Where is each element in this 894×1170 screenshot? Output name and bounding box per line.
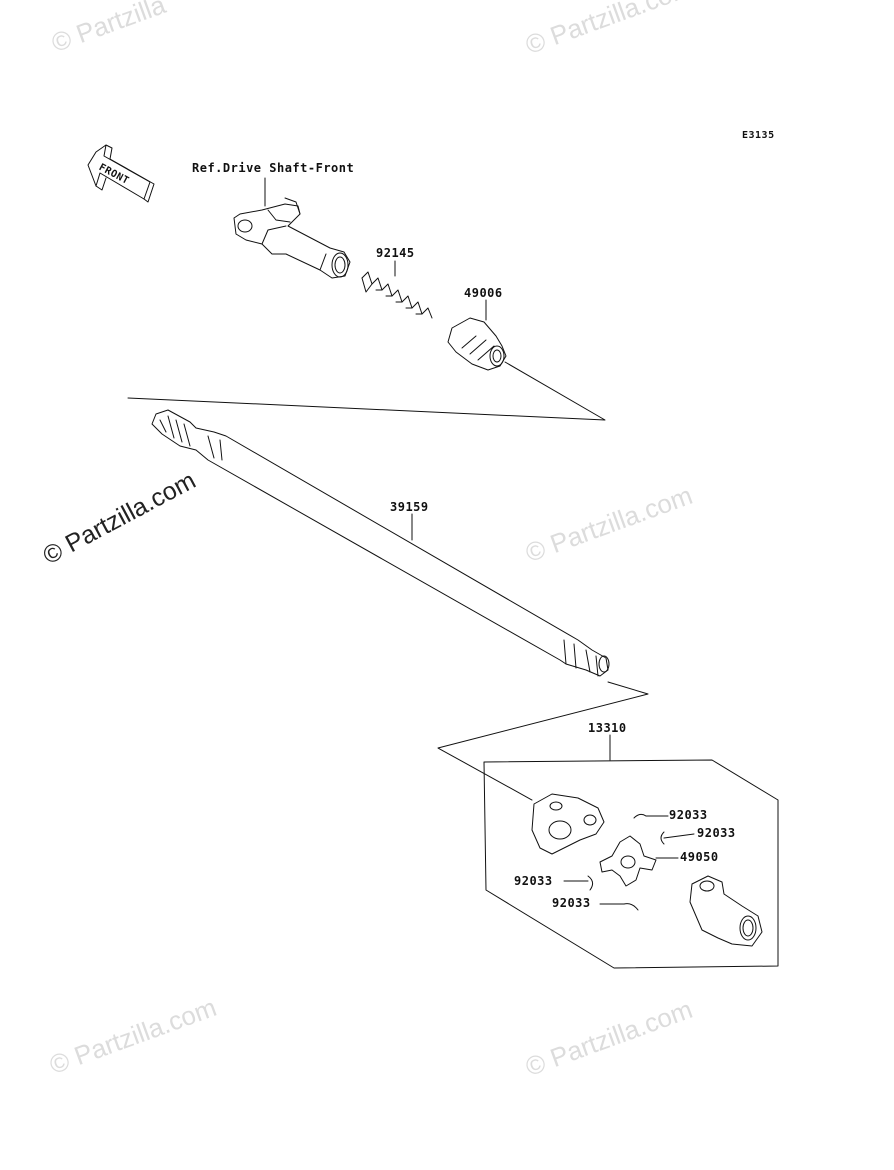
front-yoke-part xyxy=(233,197,351,279)
part-number-circlip: 92033 xyxy=(514,874,553,888)
circlip-icon xyxy=(633,813,647,819)
part-number-circlip: 92033 xyxy=(552,896,591,910)
part-number-circlip: 92033 xyxy=(697,826,736,840)
diagram-code: E3135 xyxy=(742,130,775,141)
part-number-circlip: 92033 xyxy=(669,808,708,822)
spider-part xyxy=(599,835,657,887)
circlip-icon xyxy=(587,875,594,891)
part-number-boot: 49006 xyxy=(464,286,503,300)
drive-shaft-part xyxy=(151,409,610,677)
spring-part xyxy=(361,271,433,319)
part-number-spring: 92145 xyxy=(376,246,415,260)
part-number-spider: 49050 xyxy=(680,850,719,864)
front-arrow-icon xyxy=(87,144,155,203)
ref-label: Ref.Drive Shaft-Front xyxy=(192,161,355,175)
joint-yoke-part xyxy=(531,793,605,855)
circlip-icon xyxy=(623,903,639,911)
boot-part xyxy=(447,317,507,371)
part-number-joint-assy: 13310 xyxy=(588,721,627,735)
circlip-icon xyxy=(660,831,665,845)
joint-assembly-box xyxy=(483,759,779,969)
rear-yoke-part xyxy=(689,875,763,947)
part-number-shaft: 39159 xyxy=(390,500,429,514)
